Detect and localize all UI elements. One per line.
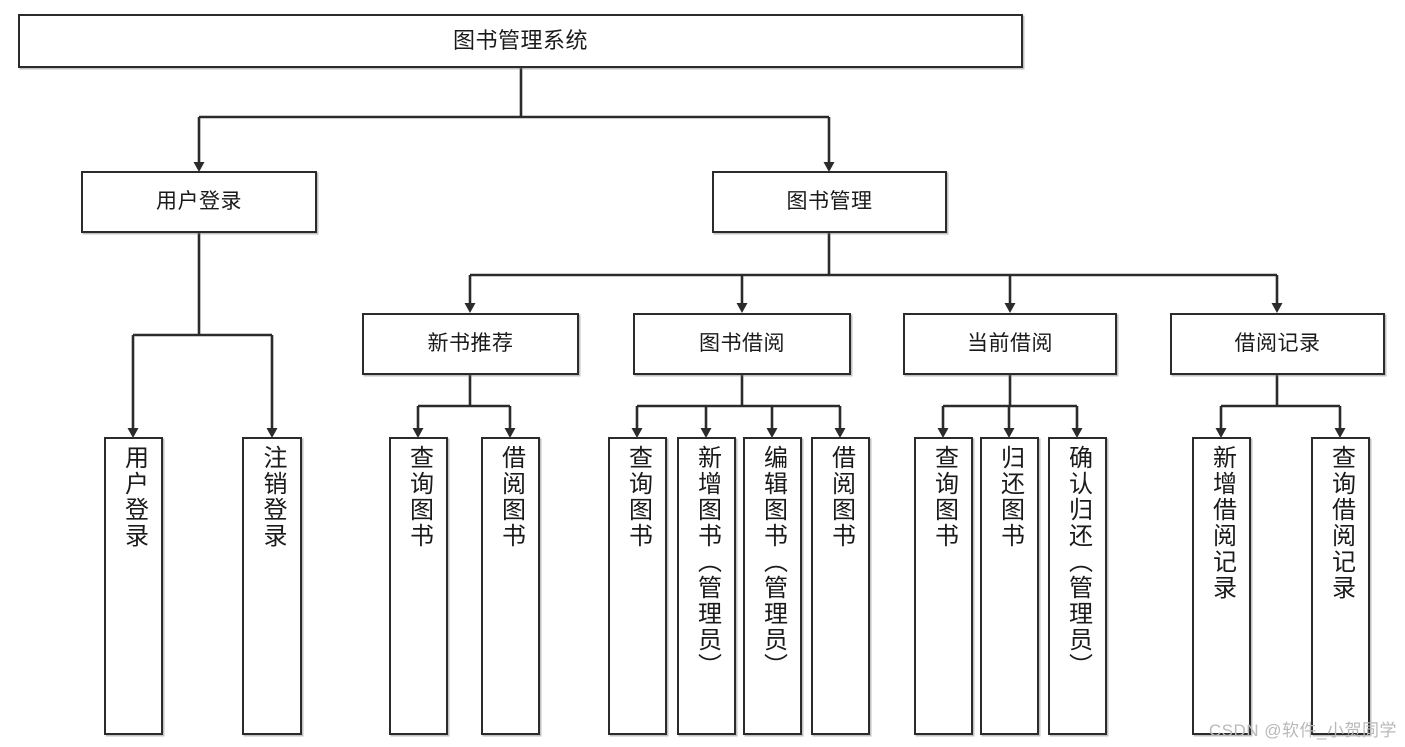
node-book-borrow[interactable]: 图书借阅 [633,313,851,375]
node-user-login[interactable]: 用户登录 [81,171,317,233]
leaf-user-login[interactable]: 用户登录 [104,437,163,735]
leaf-current-return-book-label: 归还图书 [996,445,1024,549]
node-new-book-recommend[interactable]: 新书推荐 [362,313,579,375]
node-root-label: 图书管理系统 [452,28,588,54]
node-user-login-label: 用户登录 [156,189,242,213]
leaf-newbook-query-book-label: 查询图书 [405,445,433,549]
leaf-current-query-book[interactable]: 查询图书 [914,437,973,735]
leaf-borrow-add-book-label: 新增图书（管理员） [693,445,721,679]
leaf-newbook-query-book[interactable]: 查询图书 [389,437,448,735]
leaf-logout-label: 注销登录 [259,445,286,549]
node-current-borrow-label: 当前借阅 [967,331,1053,355]
leaf-borrow-borrow-book-label: 借阅图书 [827,445,855,549]
leaf-record-add-record-label: 新增借阅记录 [1208,445,1236,601]
leaf-borrow-query-book[interactable]: 查询图书 [608,437,667,735]
watermark: CSDN @软件_小贺同学 [1208,721,1397,740]
leaf-newbook-borrow-book-label: 借阅图书 [497,445,525,549]
node-new-book-recommend-label: 新书推荐 [427,331,514,355]
node-book-borrow-label: 图书借阅 [699,331,785,355]
node-current-borrow[interactable]: 当前借阅 [903,313,1117,375]
leaf-record-query-record-label: 查询借阅记录 [1327,445,1355,601]
leaf-borrow-query-book-label: 查询图书 [624,445,652,549]
node-borrow-record-label: 借阅记录 [1234,331,1321,355]
leaf-newbook-borrow-book[interactable]: 借阅图书 [481,437,540,735]
leaf-current-return-book[interactable]: 归还图书 [980,437,1039,735]
leaf-borrow-edit-book[interactable]: 编辑图书（管理员） [743,437,802,735]
leaf-logout[interactable]: 注销登录 [242,437,302,735]
node-borrow-record[interactable]: 借阅记录 [1170,313,1385,375]
leaf-record-query-record[interactable]: 查询借阅记录 [1311,437,1370,735]
node-book-management-label: 图书管理 [786,189,873,213]
leaf-user-login-label: 用户登录 [120,445,148,549]
leaf-current-confirm-return-label: 确认归还（管理员） [1064,445,1092,679]
leaf-borrow-edit-book-label: 编辑图书（管理员） [759,445,787,679]
node-book-management[interactable]: 图书管理 [712,171,947,233]
node-root[interactable]: 图书管理系统 [18,14,1023,68]
leaf-current-confirm-return[interactable]: 确认归还（管理员） [1048,437,1107,735]
leaf-record-add-record[interactable]: 新增借阅记录 [1192,437,1251,735]
leaf-borrow-add-book[interactable]: 新增图书（管理员） [677,437,736,735]
leaf-borrow-borrow-book[interactable]: 借阅图书 [811,437,870,735]
leaf-current-query-book-label: 查询图书 [930,445,958,549]
